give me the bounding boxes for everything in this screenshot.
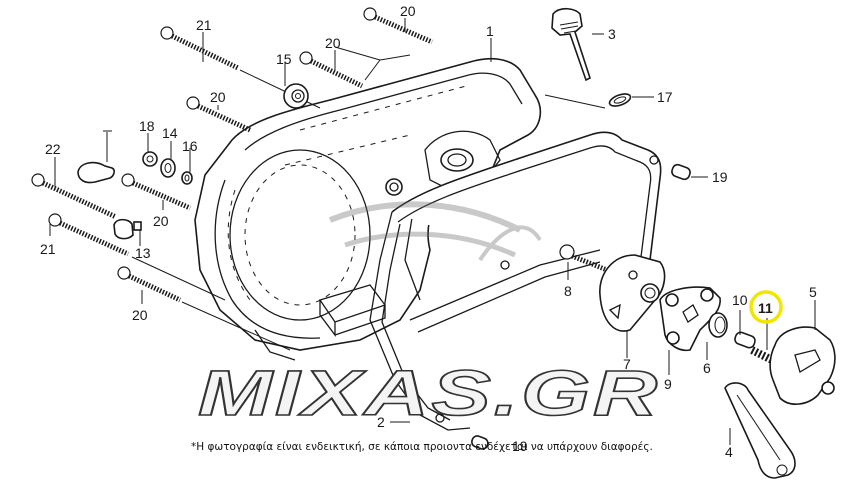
leader-lines (49, 18, 816, 445)
disclaimer-text: *Η φωτογραφία είναι ενδεικτική, σε κάποι… (191, 441, 653, 453)
callout-18: 18 (139, 118, 155, 134)
bolt-20-center (121, 173, 192, 211)
callout-3: 3 (608, 26, 616, 42)
bolt-20-left (186, 96, 252, 133)
callout-21-top: 21 (196, 17, 212, 33)
callout-17: 17 (657, 89, 673, 105)
small-parts (77, 7, 836, 479)
callout-10: 10 (732, 292, 748, 308)
callout-7: 7 (623, 356, 631, 372)
callout-14: 14 (162, 125, 178, 141)
callout-19-top: 19 (712, 169, 728, 185)
callout-20-mid: 20 (325, 35, 341, 51)
callout-20-left: 20 (210, 89, 226, 105)
highlight-ring-11 (749, 290, 783, 324)
callout-5: 5 (809, 284, 817, 300)
watermark-swoosh (328, 201, 542, 262)
callout-22: 22 (45, 141, 61, 157)
callouts: 1 2 3 4 5 6 7 8 9 10 11 13 14 15 16 17 1… (40, 3, 817, 460)
spring-part-11 (750, 346, 774, 364)
callout-20-bottom: 20 (132, 307, 148, 323)
callout-8: 8 (564, 283, 572, 299)
callout-1: 1 (486, 23, 494, 39)
watermark-logo: MIXAS.GR (197, 356, 660, 430)
callout-4: 4 (725, 444, 733, 460)
callout-21-bottom: 21 (40, 241, 56, 257)
callout-9: 9 (664, 376, 672, 392)
callout-16: 16 (182, 138, 198, 154)
callout-20-top: 20 (400, 3, 416, 19)
bolt-20-top (363, 7, 434, 45)
gasket (369, 131, 662, 431)
callout-15: 15 (276, 51, 292, 67)
bolt-20-mid (299, 51, 364, 89)
watermark-text: MIXAS.GR (198, 357, 660, 429)
callout-20-center: 20 (153, 213, 169, 229)
callout-6: 6 (703, 360, 711, 376)
callout-11: 11 (758, 300, 773, 316)
callout-13: 13 (135, 245, 151, 261)
bolt-21-bottom (48, 213, 226, 301)
callout-2: 2 (377, 414, 385, 430)
bolt-20-bottom (117, 266, 291, 351)
callout-19-bottom: 19 (512, 438, 528, 454)
